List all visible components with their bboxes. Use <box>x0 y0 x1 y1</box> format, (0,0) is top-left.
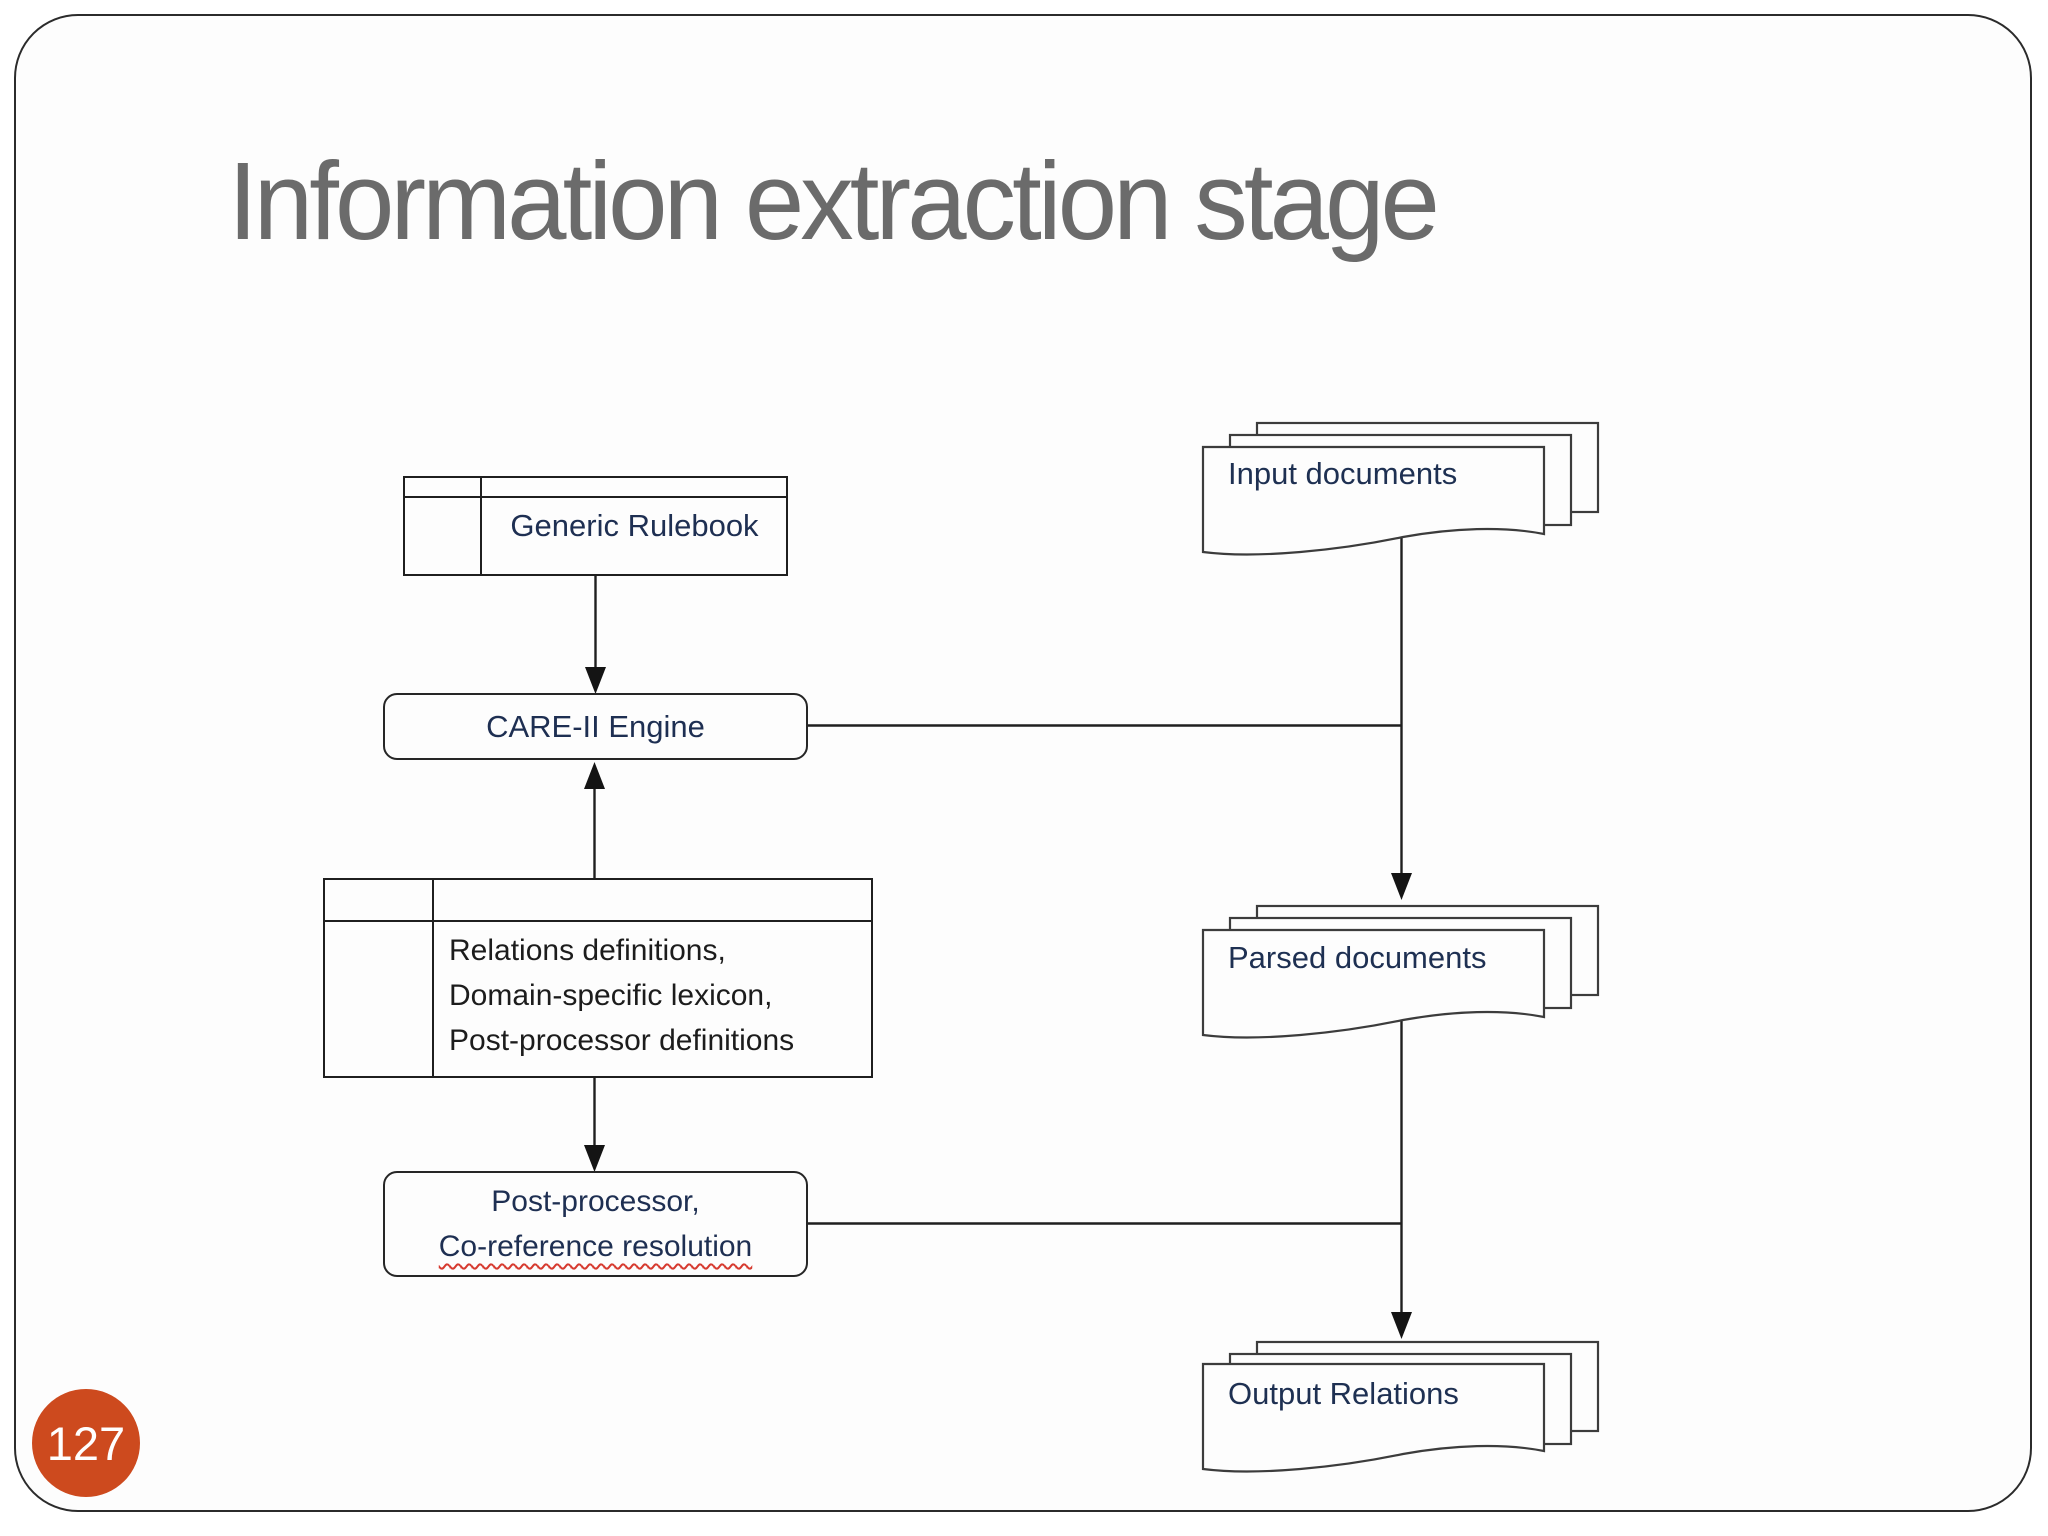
arrow-down-into-engine <box>585 667 606 694</box>
care-engine-label: CARE-II Engine <box>486 708 705 744</box>
postprocessor-line-1: Post-processor, <box>491 1185 700 1218</box>
arrow-up-into-engine <box>584 762 605 789</box>
postprocessor-line-2: Co-reference resolution <box>438 1230 753 1263</box>
rulebook-header-divider <box>405 496 786 498</box>
arrow-down-into-postprocessor <box>584 1145 605 1172</box>
definitions-box: Relations definitions, Domain-specific l… <box>323 878 873 1078</box>
definitions-text: Relations definitions, Domain-specific l… <box>449 928 794 1063</box>
definitions-column-divider <box>432 880 434 1076</box>
arrow-down-into-parsed <box>1391 873 1412 900</box>
output-relations-label: Output Relations <box>1228 1376 1459 1411</box>
doc-page-front <box>1201 445 1546 556</box>
multidocument-shape-parsed <box>1201 904 1600 1039</box>
arrowheads <box>584 667 1412 1339</box>
generic-rulebook-box: Generic Rulebook <box>403 476 788 576</box>
definitions-line-2: Domain-specific lexicon, <box>449 979 773 1012</box>
definitions-line-1: Relations definitions, <box>449 934 726 967</box>
slide-title: Information extraction stage <box>228 140 1440 263</box>
doc-page-front <box>1201 1362 1546 1473</box>
postprocessor-box: Post-processor, Co-reference resolution <box>383 1171 808 1277</box>
definitions-header-divider <box>325 920 871 922</box>
connector-lines <box>593 538 1403 1315</box>
arrow-down-into-output <box>1391 1312 1412 1339</box>
multidocument-shape-output <box>1201 1340 1600 1473</box>
doc-page-front <box>1201 928 1546 1039</box>
rulebook-label: Generic Rulebook <box>510 508 759 543</box>
page-number: 127 <box>46 1416 126 1470</box>
input-documents-label: Input documents <box>1228 456 1458 491</box>
parsed-documents-label: Parsed documents <box>1228 940 1487 975</box>
page-number-badge: 127 <box>32 1389 140 1497</box>
care-engine-box: CARE-II Engine <box>383 693 808 760</box>
slide-border <box>14 14 2032 1512</box>
multidocument-shape-input <box>1201 421 1600 556</box>
definitions-line-3: Post-processor definitions <box>449 1024 795 1057</box>
rulebook-column-divider <box>480 478 482 574</box>
